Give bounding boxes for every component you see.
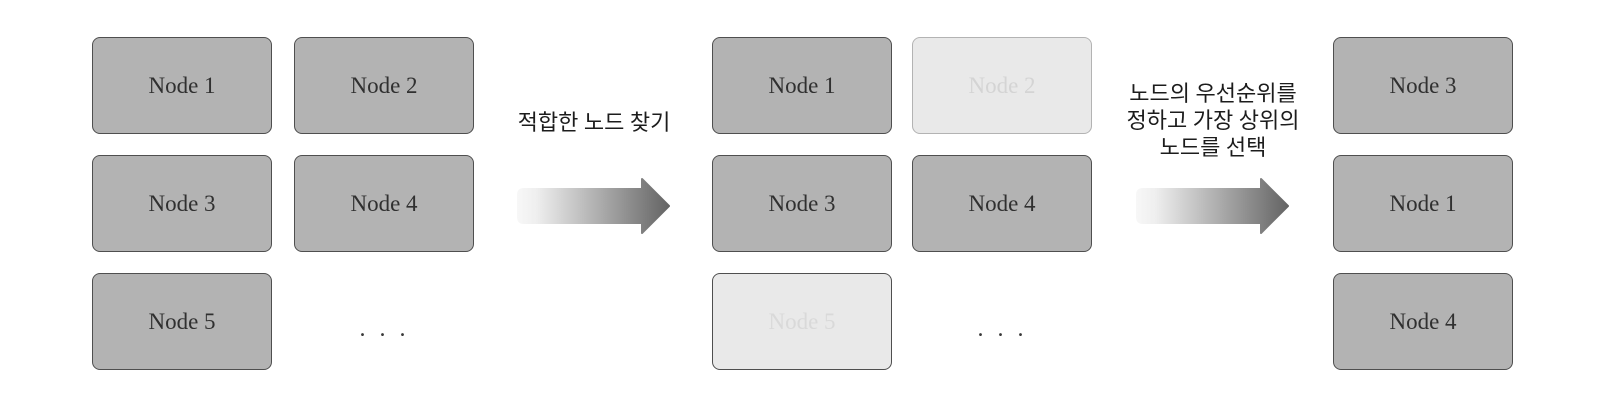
filtered-node-2: Node 2 bbox=[912, 37, 1092, 134]
initial-node-3: Node 3 bbox=[92, 155, 272, 252]
ranked-node-third: Node 4 bbox=[1333, 273, 1513, 370]
arrow-2-label-line-3: 노드를 선택 bbox=[1159, 135, 1267, 160]
arrow-2-label-line-2: 정하고 가장 상위의 bbox=[1126, 108, 1300, 133]
initial-ellipsis: . . . bbox=[359, 315, 410, 342]
filtered-ellipsis: . . . bbox=[977, 315, 1028, 342]
initial-node-5: Node 5 bbox=[92, 273, 272, 370]
arrow-2-label-line-1: 노드의 우선순위를 bbox=[1129, 81, 1297, 106]
initial-node-2: Node 2 bbox=[294, 37, 474, 134]
filtered-node-4: Node 4 bbox=[912, 155, 1092, 252]
right-arrow-icon bbox=[1136, 178, 1289, 234]
ranked-node-top: Node 3 bbox=[1333, 37, 1513, 134]
ranked-node-second: Node 1 bbox=[1333, 155, 1513, 252]
arrow-2-label: 노드의 우선순위를 정하고 가장 상위의 노드를 선택 bbox=[1083, 80, 1343, 161]
initial-node-4: Node 4 bbox=[294, 155, 474, 252]
filtered-node-3: Node 3 bbox=[712, 155, 892, 252]
right-arrow-icon bbox=[517, 178, 670, 234]
filtered-node-1: Node 1 bbox=[712, 37, 892, 134]
arrow-1-label: 적합한 노드 찾기 bbox=[517, 110, 671, 135]
initial-node-1: Node 1 bbox=[92, 37, 272, 134]
filtered-node-5: Node 5 bbox=[712, 273, 892, 370]
